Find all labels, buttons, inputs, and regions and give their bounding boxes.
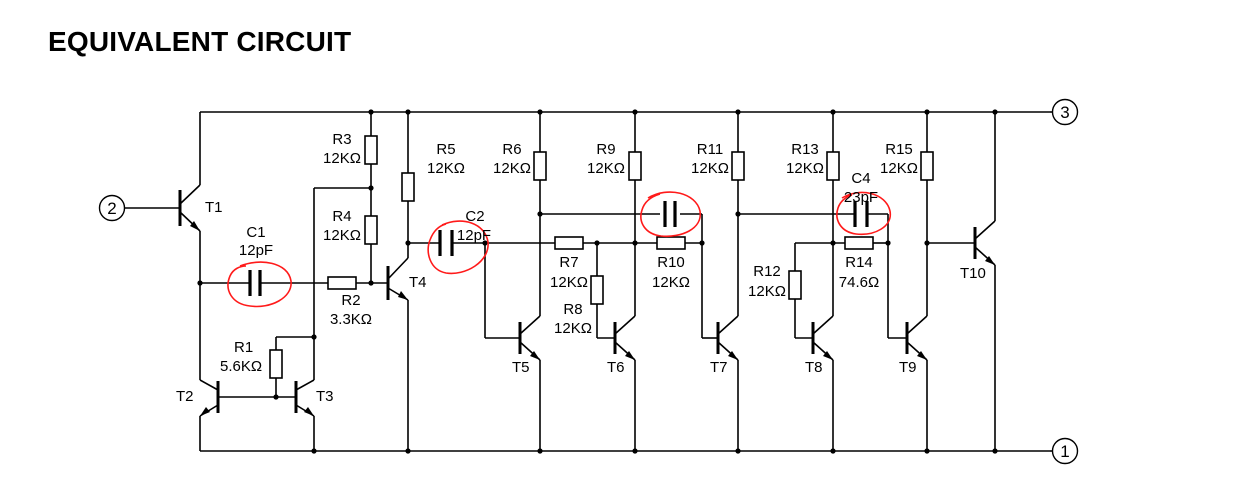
resistor-r5 [401,172,415,202]
resistor-r4 [364,215,378,245]
label-r15-name: R15 [885,141,913,158]
label-t4: T4 [409,274,427,291]
label-t3: T3 [316,388,334,405]
terminal-3-label: 3 [1060,103,1069,122]
label-r14-value: 74.6Ω [839,274,879,291]
resistor-r3 [364,135,378,165]
label-r7-name: R7 [559,254,578,271]
label-r3-value: 12KΩ [323,150,361,167]
resistor-r9 [628,151,642,181]
label-t7: T7 [710,359,728,376]
label-r6-name: R6 [502,141,521,158]
label-r12-value: 12KΩ [748,283,786,300]
capacitor-c3 [663,201,677,227]
resistor-r7 [554,236,584,250]
label-r12-name: R12 [753,263,781,280]
label-r8-name: R8 [563,301,582,318]
label-r10-name: R10 [657,254,685,271]
terminal-2-label: 2 [107,199,116,218]
label-t2: T2 [176,388,194,405]
terminal-2: 2 [98,194,126,222]
resistor-r1 [269,349,283,379]
label-r10-value: 12KΩ [652,274,690,291]
label-r4-name: R4 [332,208,351,225]
labels: T1 T2 T3 T4 T5 T6 T7 T8 T9 T10 C1 12pF C… [176,131,986,405]
resistor-r11 [731,151,745,181]
label-r1-value: 5.6KΩ [220,358,262,375]
annotation-c2 [427,220,489,275]
annotation-c4 [836,191,891,236]
label-r14-name: R14 [845,254,873,271]
label-r7-value: 12KΩ [550,274,588,291]
resistor-r2 [327,276,357,290]
label-c4-name: C4 [851,170,870,187]
label-t9: T9 [899,359,917,376]
label-t1: T1 [205,199,223,216]
wiring [125,111,1050,452]
label-c1-name: C1 [246,224,265,241]
label-r13-value: 12KΩ [786,160,824,177]
page-title: EQUIVALENT CIRCUIT [48,26,352,57]
transistors [178,190,995,416]
label-r5-name: R5 [436,141,455,158]
label-r11-name: R11 [697,141,723,158]
label-r8-value: 12KΩ [554,320,592,337]
capacitor-c2 [438,230,454,256]
label-c4-value: 23pF [844,189,878,206]
resistor-r15 [920,151,934,181]
resistor-r8 [590,275,604,305]
label-r6-value: 12KΩ [493,160,531,177]
annotation-c3 [640,191,701,238]
label-r2-value: 3.3KΩ [330,311,372,328]
red-annotations [227,191,891,308]
label-r1-name: R1 [234,339,253,356]
resistor-r6 [533,151,547,181]
resistor-r12 [788,270,802,300]
label-c1-value: 12pF [239,242,273,259]
label-r15-value: 12KΩ [880,160,918,177]
label-t10: T10 [960,265,986,282]
junction-dots [197,109,998,454]
terminal-1: 1 [1050,437,1079,465]
label-c2-value: 12pF [457,227,491,244]
label-t5: T5 [512,359,530,376]
label-r4-value: 12KΩ [323,227,361,244]
label-r13-name: R13 [791,141,819,158]
resistor-r10 [656,236,686,250]
label-r9-value: 12KΩ [587,160,625,177]
resistors [269,135,934,379]
label-r11-value: 12KΩ [691,160,729,177]
terminal-1-label: 1 [1060,442,1069,461]
label-r9-name: R9 [596,141,615,158]
label-c2-name: C2 [465,208,484,225]
capacitors [248,201,869,296]
capacitor-c1 [248,270,262,296]
label-r2-name: R2 [341,292,360,309]
resistor-r13 [826,151,840,181]
label-t6: T6 [607,359,625,376]
label-r3-name: R3 [332,131,351,148]
annotation-c1 [227,261,292,308]
label-t8: T8 [805,359,823,376]
label-r5-value: 12KΩ [427,160,465,177]
capacitor-c4 [853,201,869,227]
resistor-r14 [844,236,874,250]
terminal-3: 3 [1050,98,1079,126]
